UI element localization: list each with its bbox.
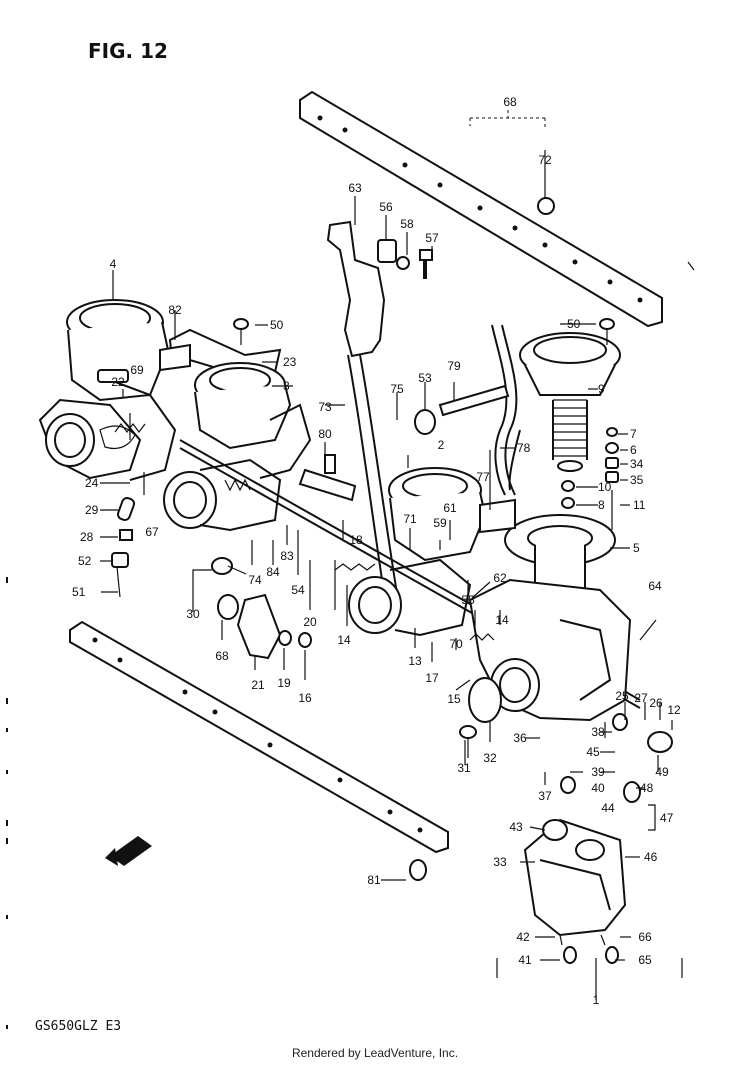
carburetor-third <box>334 467 487 637</box>
callout-73: 73 <box>318 400 332 414</box>
callout-67: 68 <box>215 649 229 663</box>
callout-49: 49 <box>655 765 669 779</box>
callout-51: 51 <box>72 585 86 599</box>
callout-22: 22 <box>111 375 125 389</box>
callout-62: 63 <box>348 181 362 195</box>
callout-79: 80 <box>318 427 332 441</box>
callout-16: 16 <box>298 691 312 705</box>
callout-10: 10 <box>598 480 612 494</box>
callout-4: 4 <box>110 257 117 271</box>
callout-83: 84 <box>266 565 280 579</box>
callout-81: 82 <box>168 303 182 317</box>
callout-42: 42 <box>516 930 530 944</box>
callout-8: 8 <box>598 498 605 512</box>
callout-labels: 4 82 50 23 3 69 22 68 72 63 56 58 57 50 … <box>72 95 681 1007</box>
callout-48: 48 <box>640 781 654 795</box>
callout-17: 17 <box>425 671 439 685</box>
callout-76: 77 <box>476 470 490 484</box>
callout-61: 62 <box>493 571 507 585</box>
callout-53: 53 <box>418 371 432 385</box>
callout-47: 47 <box>660 811 674 825</box>
callout-44: 44 <box>601 801 615 815</box>
callout-25: 25 <box>615 689 629 703</box>
callout-60: 61 <box>443 501 457 515</box>
callout-33: 33 <box>493 855 507 869</box>
callout-23: 23 <box>283 355 297 369</box>
callout-12: 12 <box>667 703 681 717</box>
callout-39: 39 <box>591 765 605 779</box>
callout-27: 27 <box>634 691 648 705</box>
callout-69: 69 <box>130 363 144 377</box>
callout-36: 36 <box>513 731 527 745</box>
callout-6: 6 <box>630 443 637 457</box>
callout-31: 31 <box>457 761 471 775</box>
callout-46: 46 <box>644 850 658 864</box>
float-chamber <box>523 818 627 937</box>
callout-71: 71 <box>403 512 417 526</box>
callout-65: 66 <box>638 930 652 944</box>
callout-29: 29 <box>85 503 99 517</box>
model-code: GS650GLZ E3 <box>35 1019 121 1034</box>
callout-24: 24 <box>85 476 99 490</box>
callout-3: 3 <box>283 379 290 393</box>
callout-21: 21 <box>251 678 265 692</box>
credit-line: Rendered by LeadVenture, Inc. <box>292 1046 458 1060</box>
callout-43: 43 <box>509 820 523 834</box>
callout-5: 5 <box>633 541 640 555</box>
callout-64: 65 <box>638 953 652 967</box>
callout-1: 1 <box>593 993 600 1007</box>
callout-13: 13 <box>408 654 422 668</box>
carburetor-right <box>468 332 632 722</box>
callout-82: 83 <box>280 549 294 563</box>
callout-59: 59 <box>433 516 447 530</box>
callout-75: 75 <box>390 382 404 396</box>
callout-55: 55 <box>461 593 475 607</box>
callout-32: 32 <box>483 751 497 765</box>
callout-66: 67 <box>145 525 159 539</box>
callout-40: 40 <box>591 781 605 795</box>
callout-41: 41 <box>518 953 532 967</box>
callout-74: 74 <box>248 573 262 587</box>
leader-lines <box>100 196 683 1000</box>
callout-77: 78 <box>517 441 531 455</box>
figure-title: FIG. 12 <box>88 39 168 63</box>
callout-63: 64 <box>648 579 662 593</box>
callout-35: 35 <box>630 473 644 487</box>
callout-7: 7 <box>630 427 637 441</box>
callout-56: 56 <box>379 200 393 214</box>
callout-70: 70 <box>449 637 463 651</box>
callout-72: 72 <box>538 153 552 167</box>
callout-38: 38 <box>591 725 605 739</box>
top-bracket-plate <box>299 90 663 328</box>
callout-80: 81 <box>367 873 381 887</box>
front-direction-arrow-icon <box>105 836 152 866</box>
callout-2: 2 <box>438 438 445 452</box>
callout-28: 28 <box>80 530 94 544</box>
callout-68: 68 <box>503 95 517 109</box>
carburetor-left <box>38 299 177 481</box>
callout-50b: 50 <box>567 317 581 331</box>
callout-45: 45 <box>586 745 600 759</box>
callout-54: 54 <box>291 583 305 597</box>
callout-26: 26 <box>649 696 663 710</box>
callout-14b: 14 <box>495 613 509 627</box>
callout-14: 14 <box>337 633 351 647</box>
callout-34: 34 <box>630 457 644 471</box>
callout-9: 9 <box>598 382 605 396</box>
callout-37: 37 <box>538 789 552 803</box>
callout-50: 50 <box>270 318 284 332</box>
callout-20: 20 <box>303 615 317 629</box>
callout-58: 58 <box>400 217 414 231</box>
callout-18: 18 <box>349 533 363 547</box>
callout-11: 11 <box>633 498 646 512</box>
callout-30: 30 <box>186 607 200 621</box>
callout-57: 57 <box>425 231 439 245</box>
callout-78: 79 <box>447 359 461 373</box>
callout-19: 19 <box>277 676 291 690</box>
carburetor-second <box>163 362 312 532</box>
callout-15: 15 <box>447 692 461 706</box>
callout-52: 52 <box>78 554 92 568</box>
